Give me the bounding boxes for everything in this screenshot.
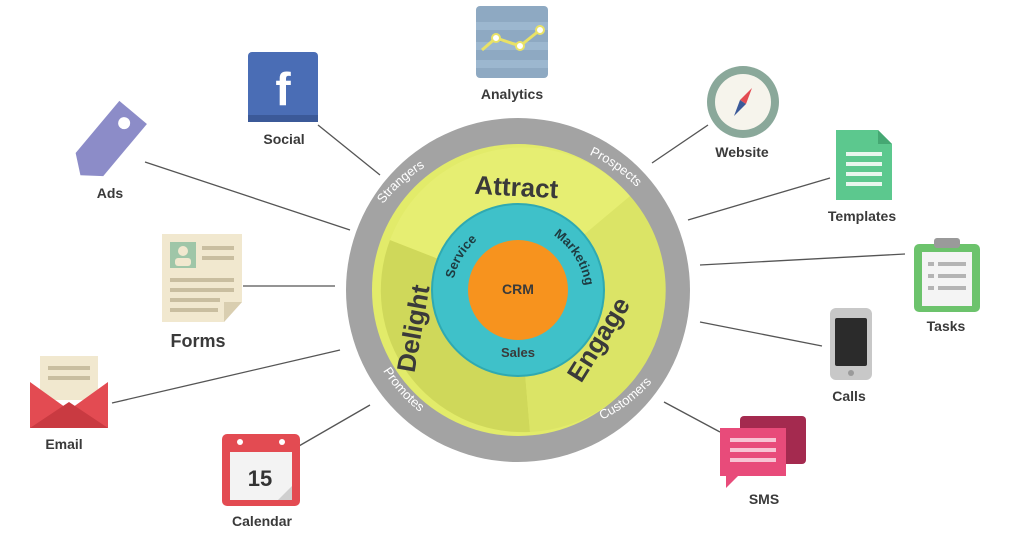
website-label: Website <box>715 144 769 160</box>
facebook-icon: f <box>248 52 318 122</box>
analytics-icon <box>476 6 548 78</box>
tasks-label: Tasks <box>927 318 966 334</box>
email-label: Email <box>45 436 82 452</box>
chat-bubble-icon <box>720 416 806 488</box>
document-icon <box>836 130 892 200</box>
calendar-day: 15 <box>248 466 272 491</box>
ads-tool: Ads <box>75 100 147 201</box>
sms-label: SMS <box>749 491 779 507</box>
social-label: Social <box>263 131 304 147</box>
forms-tool: Forms <box>162 234 242 351</box>
inner-label-sales: Sales <box>501 345 535 360</box>
flywheel <box>346 118 690 462</box>
stage-label-attract: Attract <box>474 170 560 204</box>
website-tool: Website <box>707 66 779 160</box>
core-label-crm: CRM <box>502 281 534 297</box>
templates-label: Templates <box>828 208 896 224</box>
phone-icon <box>830 308 872 380</box>
sms-tool: SMS <box>720 416 806 507</box>
form-document-icon <box>162 234 242 322</box>
social-tool: f Social <box>248 52 318 147</box>
connector-lines <box>111 124 906 451</box>
calls-label: Calls <box>832 388 866 404</box>
calendar-tool: 15 Calendar <box>222 434 300 529</box>
ads-label: Ads <box>97 185 124 201</box>
crm-core <box>468 240 568 340</box>
svg-text:f: f <box>275 63 291 115</box>
calendar-label: Calendar <box>232 513 292 529</box>
calls-tool: Calls <box>830 308 872 404</box>
analytics-tool: Analytics <box>476 6 548 102</box>
envelope-icon <box>30 356 108 428</box>
templates-tool: Templates <box>828 130 896 224</box>
compass-icon <box>707 66 779 138</box>
calendar-icon: 15 <box>222 434 300 506</box>
analytics-label: Analytics <box>481 86 543 102</box>
tasks-tool: Tasks <box>914 238 980 334</box>
tag-icon <box>75 100 147 177</box>
clipboard-icon <box>914 238 980 312</box>
email-tool: Email <box>30 356 108 452</box>
forms-label: Forms <box>170 331 225 351</box>
